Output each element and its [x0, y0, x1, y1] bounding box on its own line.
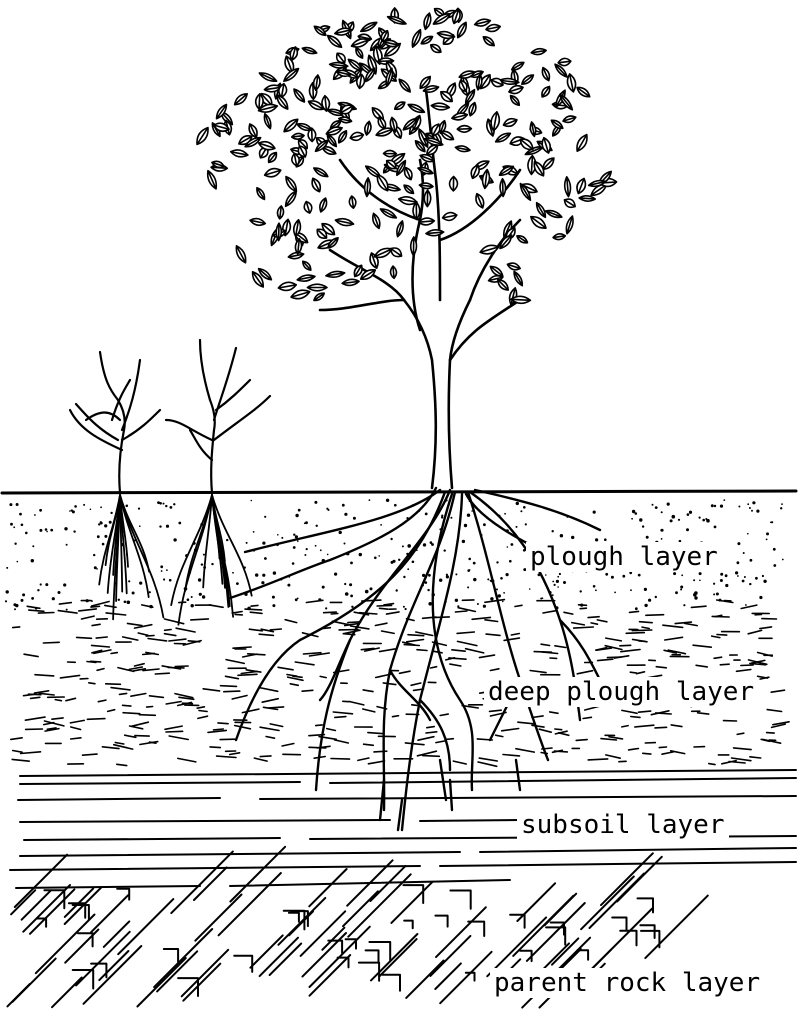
crop-roots: [99, 495, 252, 625]
crop-plant-right: [166, 340, 270, 493]
tree-canopy: [194, 6, 617, 305]
plough-layer-label: plough layer: [526, 542, 722, 572]
tree-roots: [230, 488, 600, 830]
crop-plant-left: [70, 352, 160, 493]
ground-surface: [2, 491, 796, 493]
parent-rock-layer-label: parent rock layer: [490, 968, 764, 998]
deep-plough-layer-label: deep plough layer: [484, 677, 758, 707]
subsoil-layer-label: subsoil layer: [517, 810, 729, 840]
